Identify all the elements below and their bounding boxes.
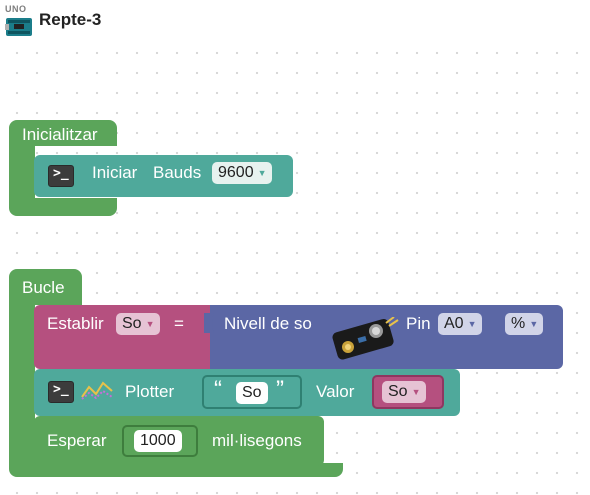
header: UNO Repte-3: [0, 0, 590, 44]
serial-begin-block[interactable]: >_ Iniciar Bauds 9600 ▼: [34, 155, 293, 197]
pin-label: Pin: [406, 314, 431, 333]
serial-plotter-block[interactable]: >_ Plotter “ So ” Valor So ▼: [34, 369, 460, 416]
baud-rate-value: 9600: [218, 164, 254, 181]
terminal-icon: >_: [48, 381, 74, 403]
loop-label: Bucle: [22, 278, 65, 297]
setup-label: Inicialitzar: [22, 125, 98, 144]
quote-open: “: [214, 376, 222, 403]
value-variable-dropdown[interactable]: So ▼: [382, 381, 426, 403]
milliseconds-unit-label: mil·lisegons: [212, 431, 302, 450]
chevron-down-icon: ▼: [145, 319, 155, 329]
chevron-down-icon: ▼: [529, 319, 539, 329]
sensor-label: Nivell de so: [224, 314, 312, 333]
text-value-field[interactable]: So: [236, 382, 268, 404]
pin-value: A0: [444, 315, 464, 332]
pin-dropdown[interactable]: A0 ▼: [438, 313, 482, 335]
board-tag: UNO: [5, 4, 27, 14]
value-variable-name: So: [388, 383, 408, 400]
chevron-down-icon: ▼: [411, 387, 421, 397]
equals-sign: =: [174, 314, 184, 333]
value-label: Valor: [316, 382, 355, 401]
chevron-down-icon: ▼: [257, 168, 267, 178]
number-block[interactable]: 1000: [122, 425, 198, 457]
wait-label: Esperar: [47, 431, 107, 450]
variable-name: So: [122, 315, 142, 332]
line-chart-icon: [80, 379, 114, 403]
serial-bauds-label: Bauds: [153, 163, 202, 182]
set-variable-label: Establir: [47, 314, 104, 333]
chevron-down-icon: ▼: [467, 319, 477, 329]
variable-get-block[interactable]: So ▼: [372, 375, 444, 409]
baud-rate-dropdown[interactable]: 9600 ▼: [212, 162, 272, 184]
plotter-label: Plotter: [125, 382, 175, 401]
variable-dropdown[interactable]: So ▼: [116, 313, 160, 335]
sound-sensor-block[interactable]: Nivell de so Pin A0 ▼ % ▼: [204, 305, 563, 369]
terminal-icon: >_: [48, 165, 74, 187]
milliseconds-field[interactable]: 1000: [134, 430, 182, 452]
unit-value: %: [511, 315, 526, 332]
arduino-board-icon[interactable]: UNO: [5, 4, 33, 38]
loop-block[interactable]: Bucle: [9, 269, 343, 477]
text-literal-block[interactable]: “ So ”: [202, 375, 302, 409]
set-variable-block[interactable]: Establir So ▼ =: [34, 305, 214, 369]
quote-close: ”: [276, 376, 284, 403]
project-title[interactable]: Repte-3: [39, 10, 102, 29]
wait-block[interactable]: Esperar 1000 mil·lisegons: [34, 416, 324, 466]
setup-block[interactable]: Inicialitzar: [9, 120, 117, 216]
serial-begin-label: Iniciar: [92, 163, 138, 182]
sound-sensor-icon: [328, 316, 400, 361]
unit-dropdown[interactable]: % ▼: [505, 313, 544, 335]
